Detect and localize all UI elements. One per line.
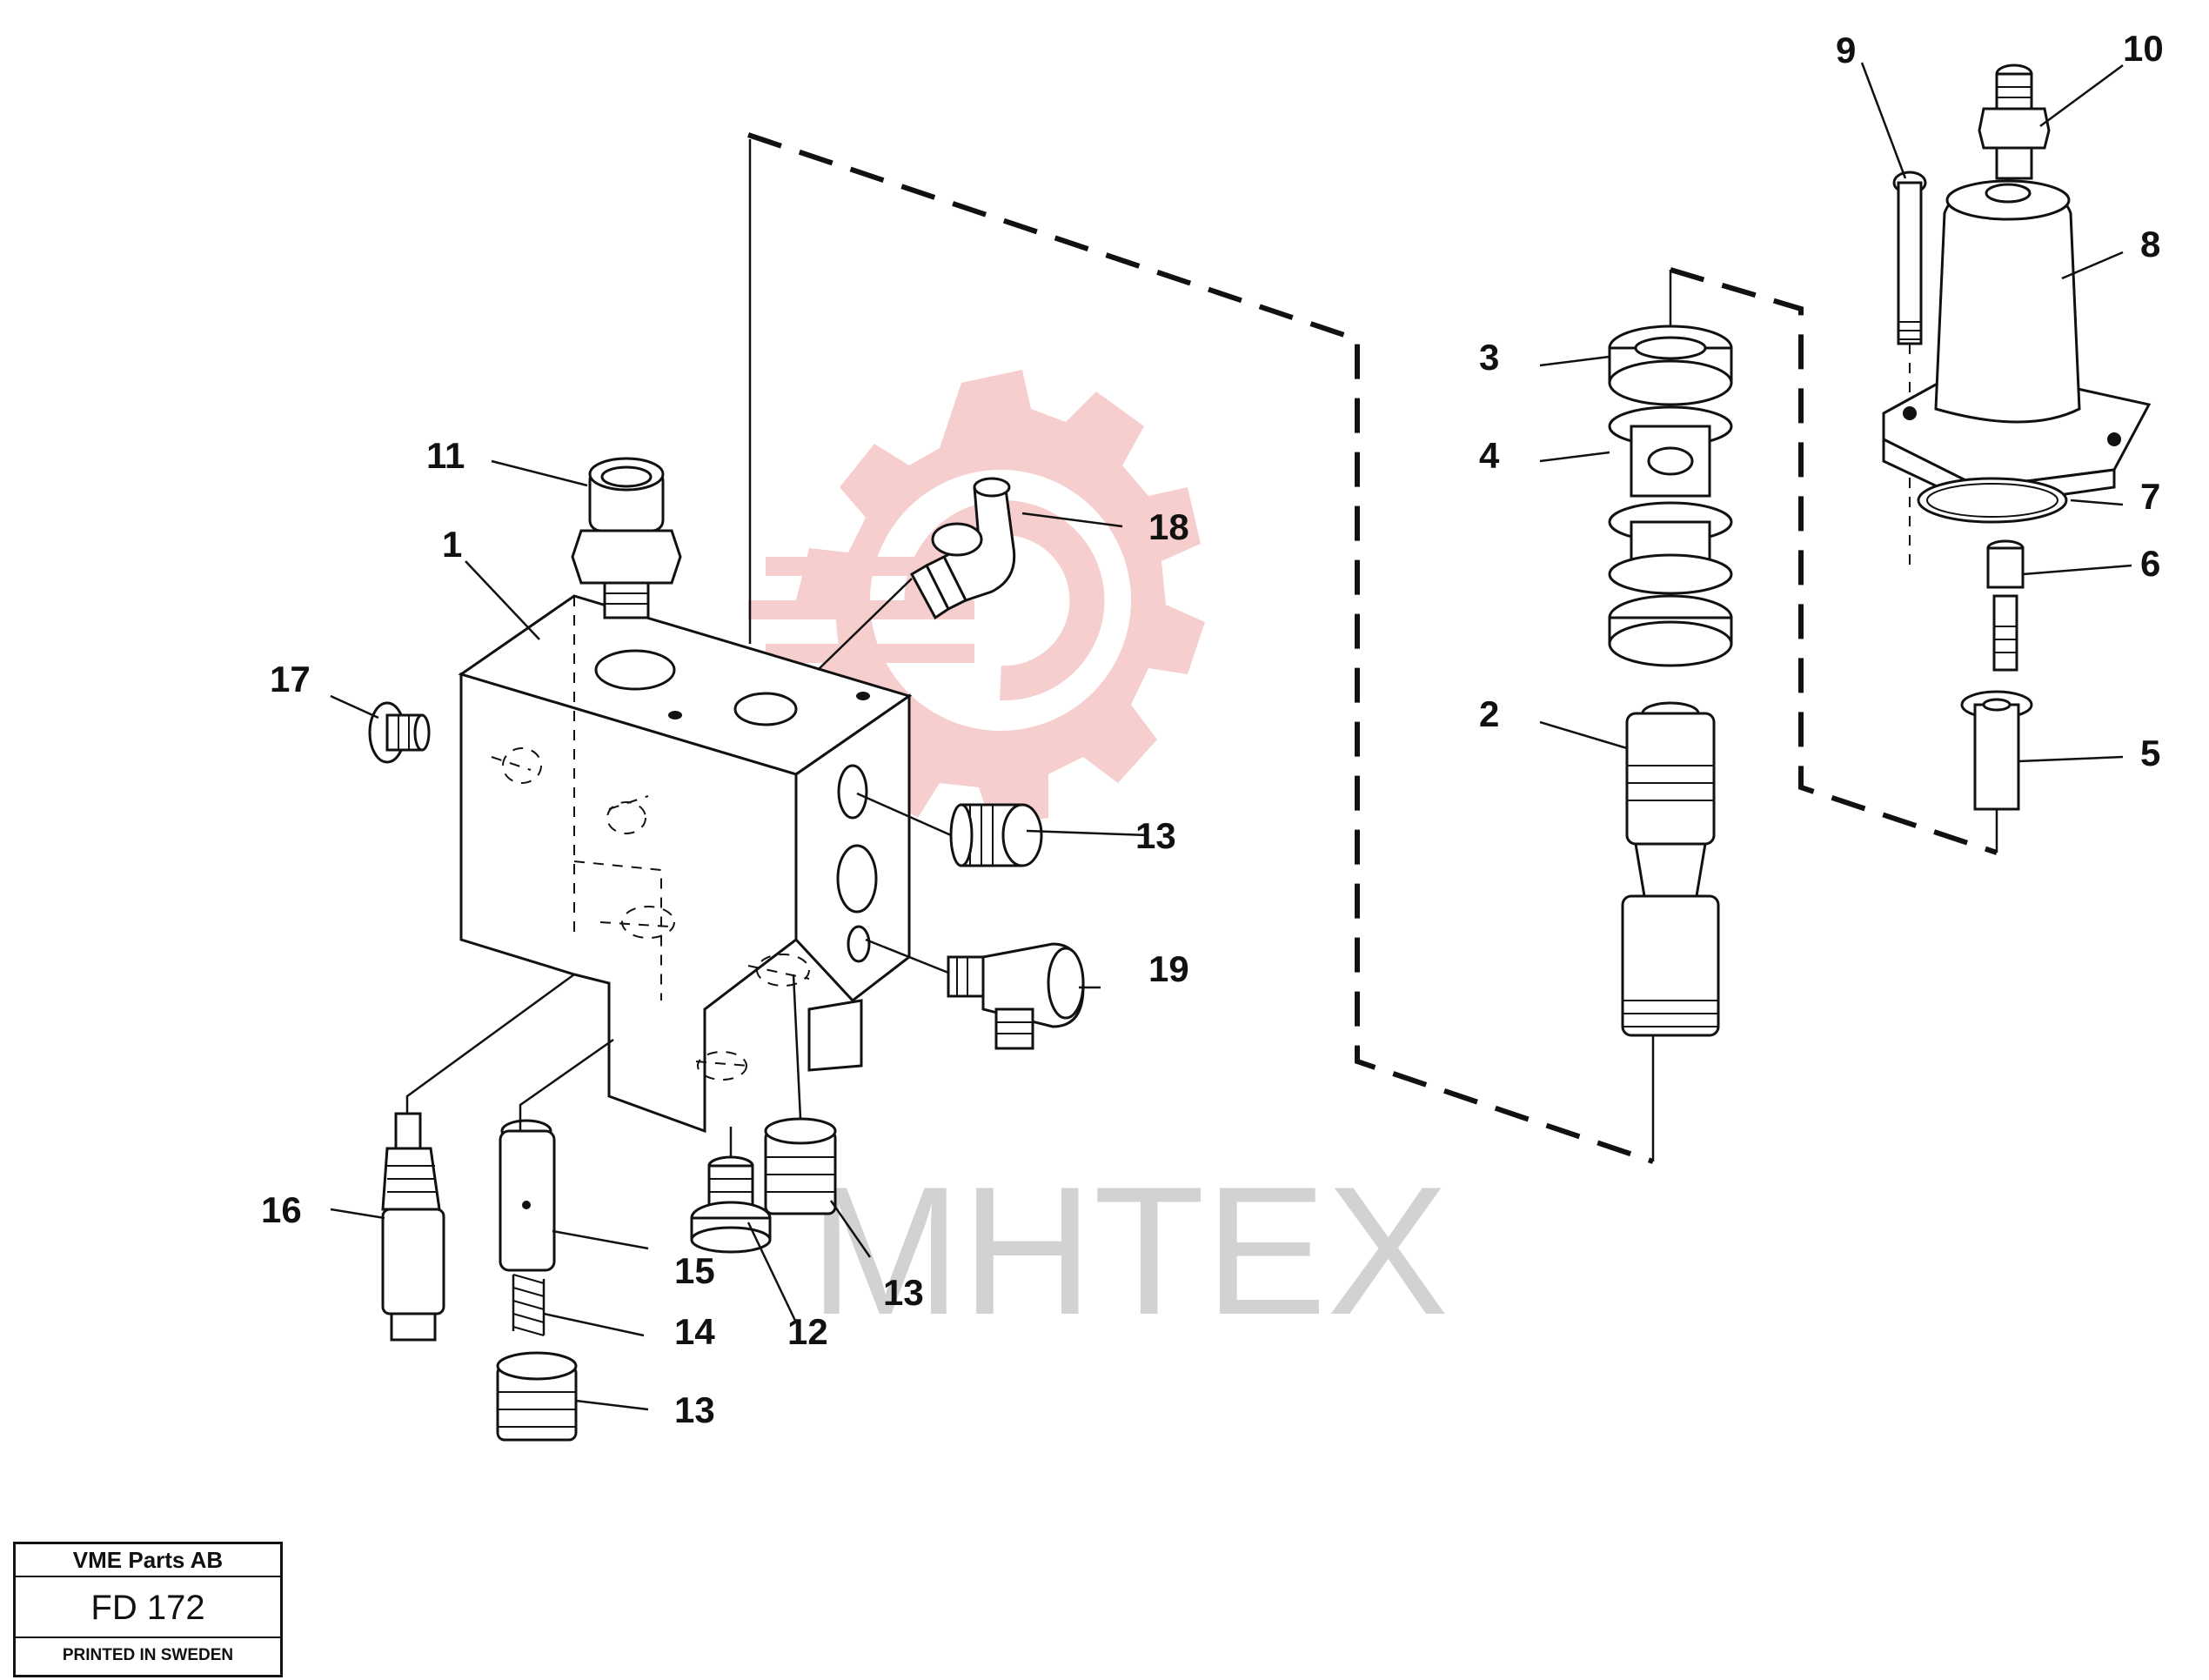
part-7-o-ring: [1917, 477, 2068, 524]
callout-15: 15: [674, 1250, 715, 1291]
callout-4: 4: [1479, 435, 1500, 476]
callout-7: 7: [2140, 476, 2160, 517]
stamp-company: VME Parts AB: [16, 1544, 280, 1577]
part-13-plug-bottom: [496, 1351, 578, 1442]
callout-17: 17: [270, 659, 311, 699]
part-18-elbow-fitting: [817, 477, 1016, 671]
part-6-plunger: [1986, 539, 2025, 672]
callout-10: 10: [2123, 28, 2164, 69]
callout-1: 1: [442, 524, 462, 565]
part-9-bolt: [1892, 171, 1927, 566]
callout-18: 18: [1148, 506, 1189, 547]
callout-13-middle: 13: [883, 1272, 924, 1313]
callout-labels: 1 2 3 4 5 6 7 8 9 10 11 12 13 13 13 14 1…: [261, 28, 2164, 1430]
callout-14: 14: [674, 1311, 715, 1352]
part-12-plug: [690, 1127, 772, 1254]
stamp-printed-note: PRINTED IN SWEDEN: [62, 1646, 234, 1664]
callout-12: 12: [787, 1311, 828, 1352]
callout-5: 5: [2140, 733, 2160, 773]
part-19-banjo-fitting: [865, 938, 1085, 1050]
part-11-fitting: [571, 457, 682, 619]
callout-3: 3: [1479, 337, 1499, 378]
part-14-spring: [512, 1274, 546, 1336]
part-17-plug: [368, 701, 431, 764]
callout-8: 8: [2140, 224, 2160, 264]
dashed-mounting-plane: [747, 132, 1654, 1164]
title-stamp: VME Parts AB FD 172 PRINTED IN SWEDEN: [13, 1542, 283, 1677]
part-8-cylinder-housing: [1882, 179, 2152, 508]
valve-block: [458, 594, 913, 1134]
callout-11: 11: [426, 435, 465, 476]
watermark-text: MHTEX: [809, 1148, 1449, 1353]
part-16-valve-cartridge: [381, 973, 575, 1342]
leader-lines: [330, 62, 2132, 1411]
part-3-piston-top: [1608, 325, 1733, 406]
part-5-sleeve: [1960, 690, 2033, 811]
dashed-leader-right: [1670, 267, 1998, 855]
part-13-plug-side: [856, 792, 1043, 867]
callout-13-side: 13: [1135, 815, 1176, 856]
callout-9: 9: [1836, 30, 1856, 70]
part-2-valve-spool: [1621, 701, 1720, 1037]
part-13-plug-middle: [764, 974, 837, 1215]
part-4-seal-stack: [1608, 405, 1733, 667]
part-15-piston: [499, 1038, 614, 1272]
part-10-fitting: [1978, 64, 2051, 180]
callout-16: 16: [261, 1189, 302, 1230]
callout-13-bottom: 13: [674, 1389, 715, 1430]
stamp-drawing-code: FD 172: [16, 1577, 280, 1638]
callout-2: 2: [1479, 693, 1499, 734]
callout-6: 6: [2140, 543, 2160, 584]
callout-19: 19: [1148, 948, 1189, 989]
